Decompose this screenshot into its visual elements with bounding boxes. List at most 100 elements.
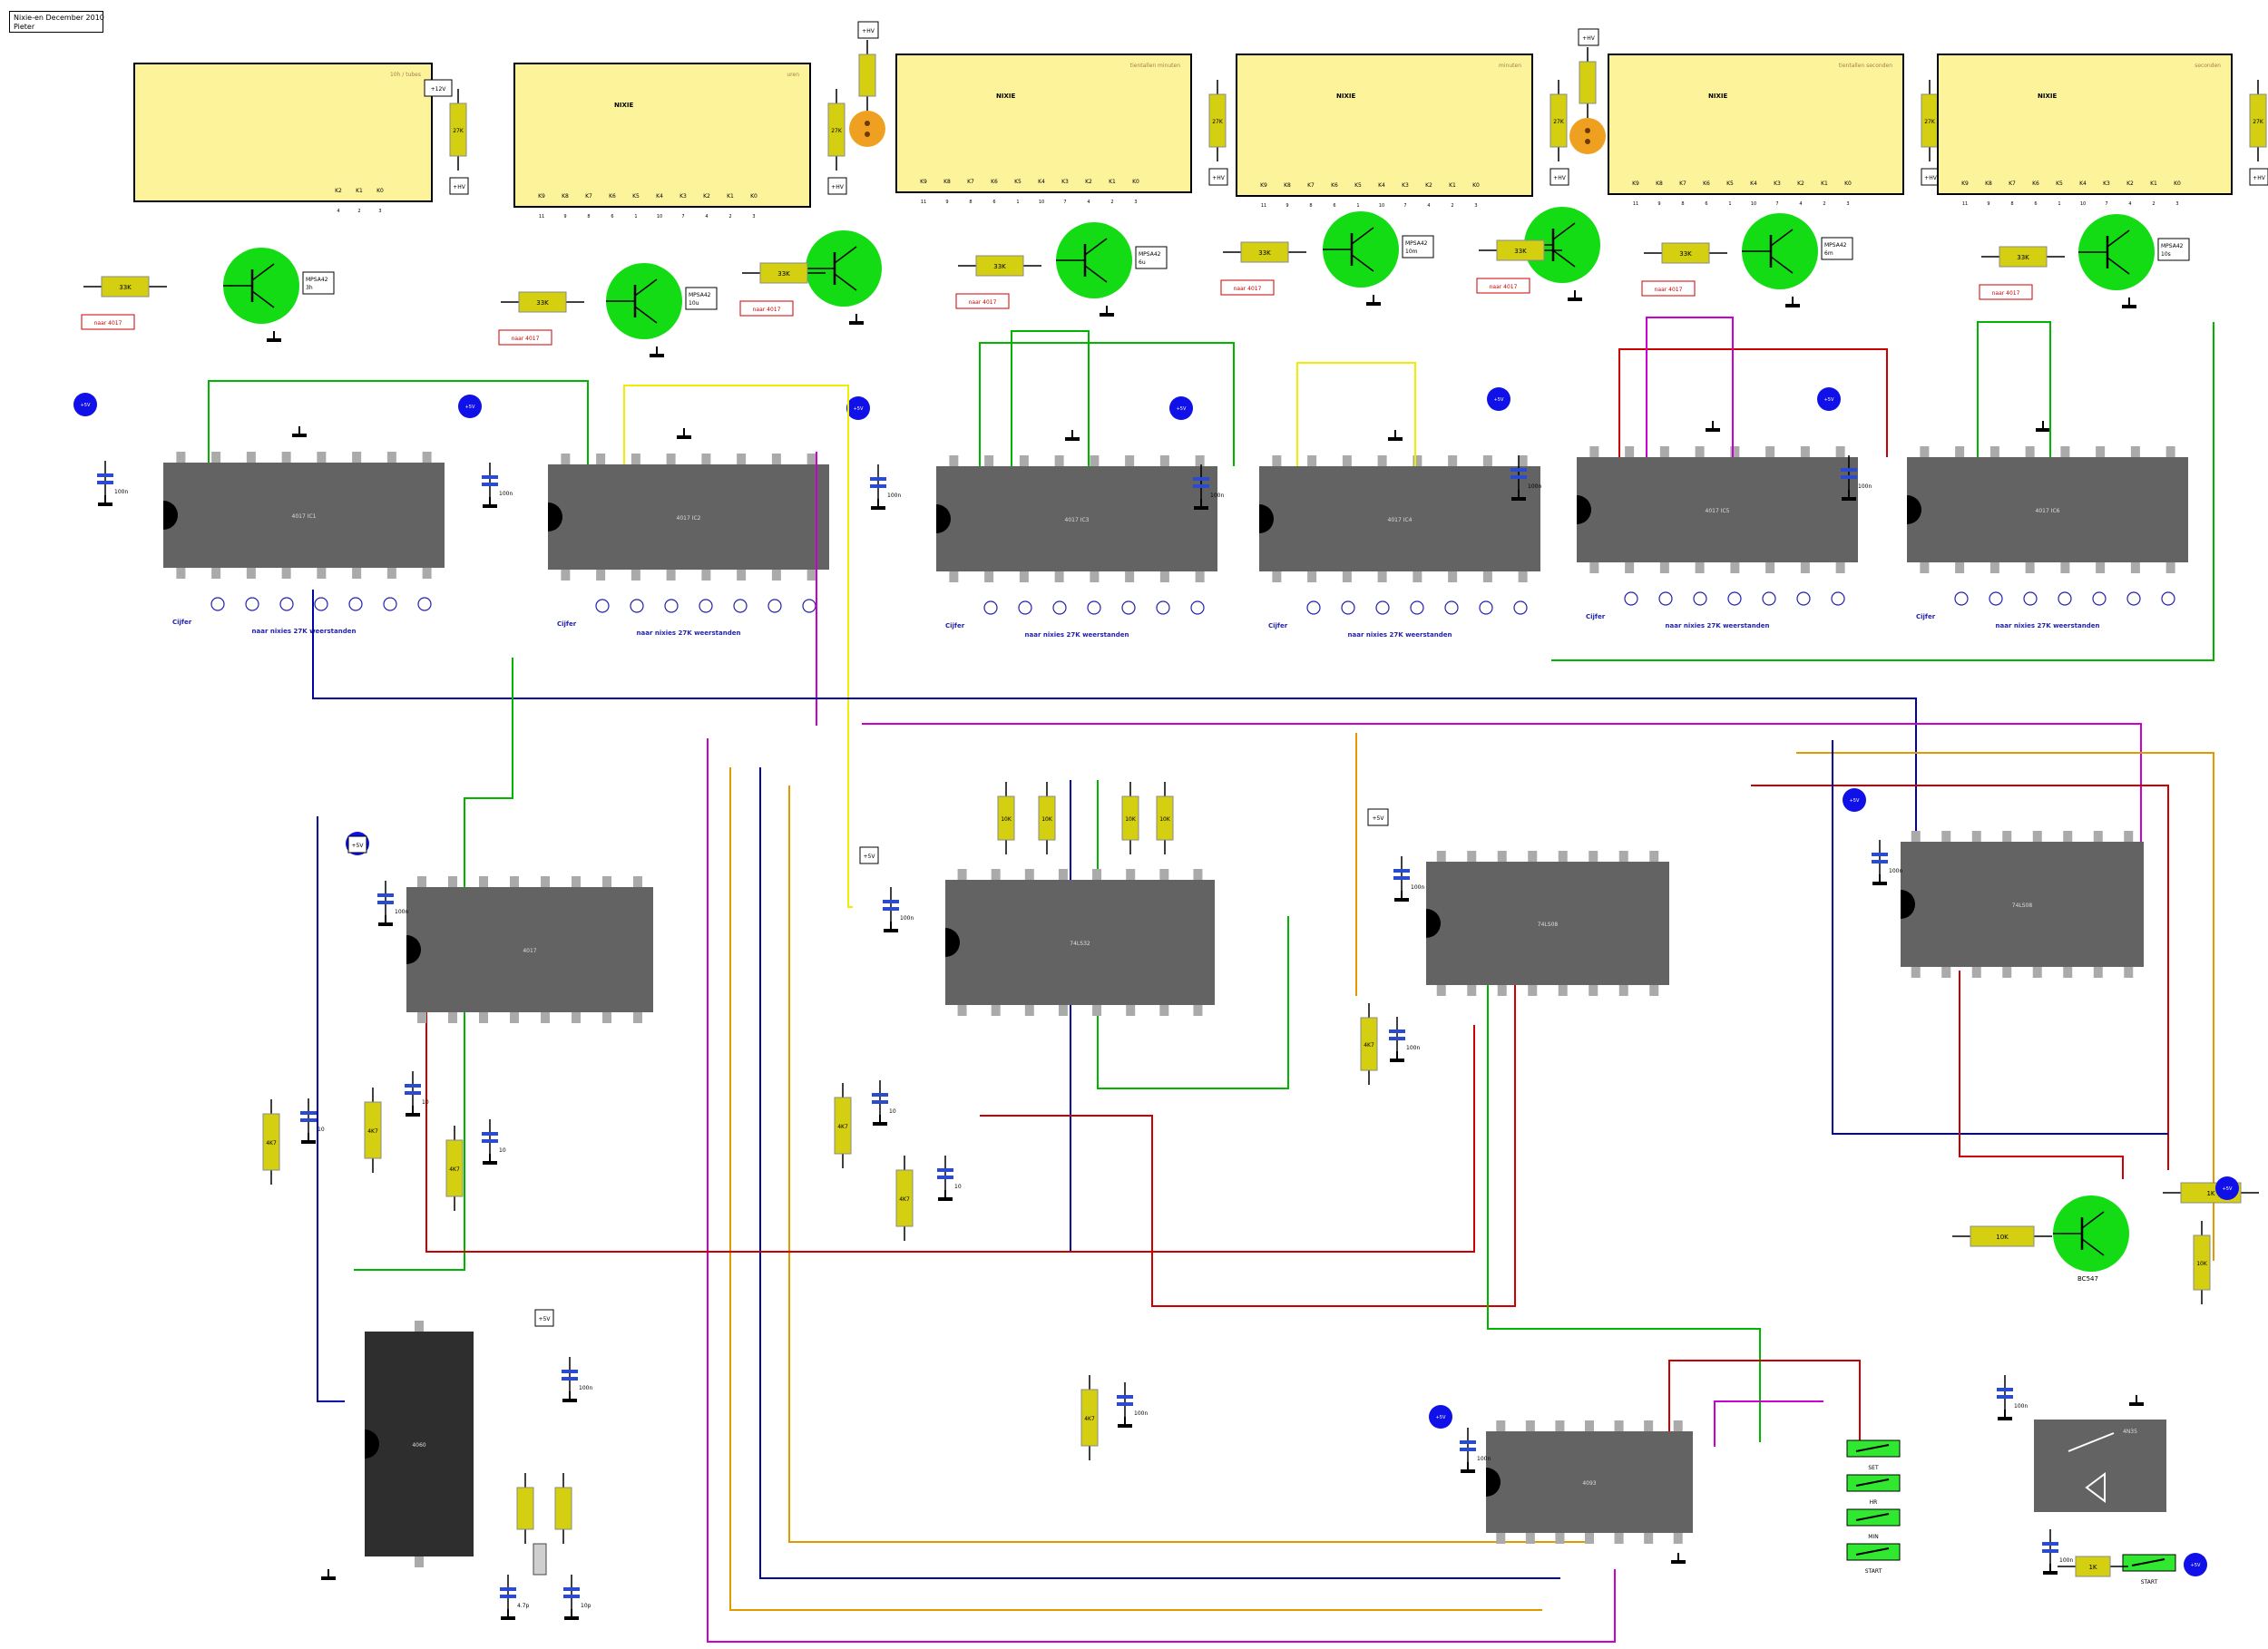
resistor-value: 10K (1159, 816, 1171, 823)
nixie-title: NIXIE (1336, 93, 1355, 100)
nixie-title: NIXIE (1708, 93, 1727, 100)
digit-marker (314, 597, 328, 611)
wire (317, 816, 345, 1402)
nixie-cathode-label: K4 (1378, 182, 1385, 189)
capacitor-value: 10 (889, 1108, 896, 1115)
nixie-tube-2: urenNIXIEK911K89K78K66K51K410K37K24K12K0… (513, 63, 811, 220)
capacitor-value: 100n (2059, 1557, 2073, 1564)
switch-contact (1855, 1513, 1890, 1521)
supply-dot (1169, 396, 1193, 420)
ic-pin-top (176, 452, 186, 463)
power-label-box: +HV (1578, 28, 1599, 46)
ic-body (1901, 842, 2144, 967)
digit-marker (1658, 591, 1673, 606)
digit-circle (1658, 591, 1673, 606)
supply-dot (458, 395, 482, 418)
digit-circle (1087, 600, 1101, 615)
capacitor-plate (872, 1093, 888, 1097)
ic-pin-bottom (991, 1005, 1001, 1016)
ic-pin-top (1920, 446, 1930, 457)
cijfer-label: Cijfer (557, 620, 577, 628)
nixie-body (133, 63, 433, 202)
nixie-pin-number: 8 (587, 214, 590, 220)
supply-dot (1817, 387, 1841, 411)
power-label-box: +5V (1367, 808, 1389, 826)
resistor-value: 4K7 (367, 1128, 378, 1135)
wire (1646, 317, 1734, 457)
ic-pin-bottom (1765, 562, 1775, 573)
resistor: 1K (2058, 1556, 2128, 1577)
neon-bulb (849, 111, 885, 147)
nixie-cathode-label: K5 (1354, 182, 1362, 189)
ic-pin-bottom (2002, 967, 2012, 978)
resistor-body (1156, 795, 1174, 841)
digit-circle (1693, 591, 1707, 606)
nixie-tube-3: tientallen minutenNIXIEK911K89K78K66K51K… (895, 54, 1192, 205)
transistor-emitter (2107, 257, 2130, 275)
nixie-cathode-label: K1 (1449, 182, 1456, 189)
wire (788, 785, 1588, 1543)
bc547-label: BC547 (2077, 1275, 2098, 1283)
capacitor-plate (377, 893, 394, 897)
ic-body (1577, 457, 1858, 562)
ic-pin-top (949, 455, 959, 466)
ic-notch (163, 501, 178, 530)
nixie-function: tientallen seconden (1839, 63, 1892, 69)
nixie-pin-number: 9 (1657, 201, 1660, 207)
ground-symbol (98, 495, 112, 506)
resistor-value: 27K (2253, 119, 2264, 125)
ic-pin-top (991, 869, 1001, 880)
capacitor: 100n (883, 887, 914, 927)
resistor-body (834, 1097, 852, 1155)
pushbutton-switch: START (2122, 1554, 2176, 1586)
resistor-body (518, 291, 567, 313)
ic-notch (365, 1429, 379, 1459)
ic-pin-top (701, 454, 711, 464)
resistor-value: 10K (1041, 816, 1053, 823)
power-label-box: +5V (347, 835, 367, 854)
power-text: +HV (1924, 175, 1938, 181)
switch-label: MIN (1868, 1534, 1878, 1540)
supply-plus5v: +5V (1169, 396, 1193, 420)
ic-pin-top (541, 876, 550, 887)
nixie-pin-number: 10 (657, 214, 662, 220)
nixie-cathode-label: K9 (1961, 181, 1969, 187)
ic-pin-top (984, 455, 994, 466)
power-label-box: +HV (1549, 168, 1569, 186)
resistor-body (1208, 93, 1227, 148)
capacitor-plate (563, 1595, 580, 1598)
nixie-pin-number: 4 (2128, 201, 2131, 207)
wire (1296, 362, 1416, 466)
nixie-tube-6: secondenNIXIEK911K89K78K66K51K410K37K24K… (1937, 54, 2233, 207)
ic-pin-bottom (1467, 985, 1477, 996)
ground-symbol (501, 1609, 515, 1620)
ic-body (163, 463, 445, 568)
transistor (806, 230, 882, 307)
nixie-pin-number: 2 (1451, 203, 1453, 209)
ic-chip: 4093 (1486, 1420, 1693, 1544)
digit-circle (245, 597, 259, 611)
resistor: 33K (501, 291, 584, 313)
pushbutton-switch: MIN (1846, 1508, 1901, 1540)
resistor: 33K (742, 262, 826, 284)
transistor-collector (1770, 229, 1794, 247)
digit-marker (1444, 600, 1459, 615)
resistor-body (445, 1139, 464, 1197)
resistor-body (1579, 61, 1597, 104)
ic-chip: 4017 IC6 (1907, 446, 2188, 573)
switch-label: START (1865, 1568, 1882, 1575)
transistor-tag-box (2157, 238, 2190, 261)
digit-circle (733, 599, 748, 613)
nixie-pin-number: 8 (1681, 201, 1684, 207)
capacitor-value: 100n (579, 1385, 592, 1391)
ic-pin-bottom (541, 1012, 550, 1023)
naar4017-label: naar 4017 (1220, 279, 1275, 296)
ground-symbol (677, 428, 691, 439)
ic-body (406, 887, 653, 1012)
digit-marker (2092, 591, 2107, 606)
ic-pin-bottom (352, 568, 362, 579)
ic-pin-bottom (737, 570, 747, 581)
ic-pin-bottom (2124, 967, 2134, 978)
nixie-cathode-label: K0 (750, 193, 758, 200)
